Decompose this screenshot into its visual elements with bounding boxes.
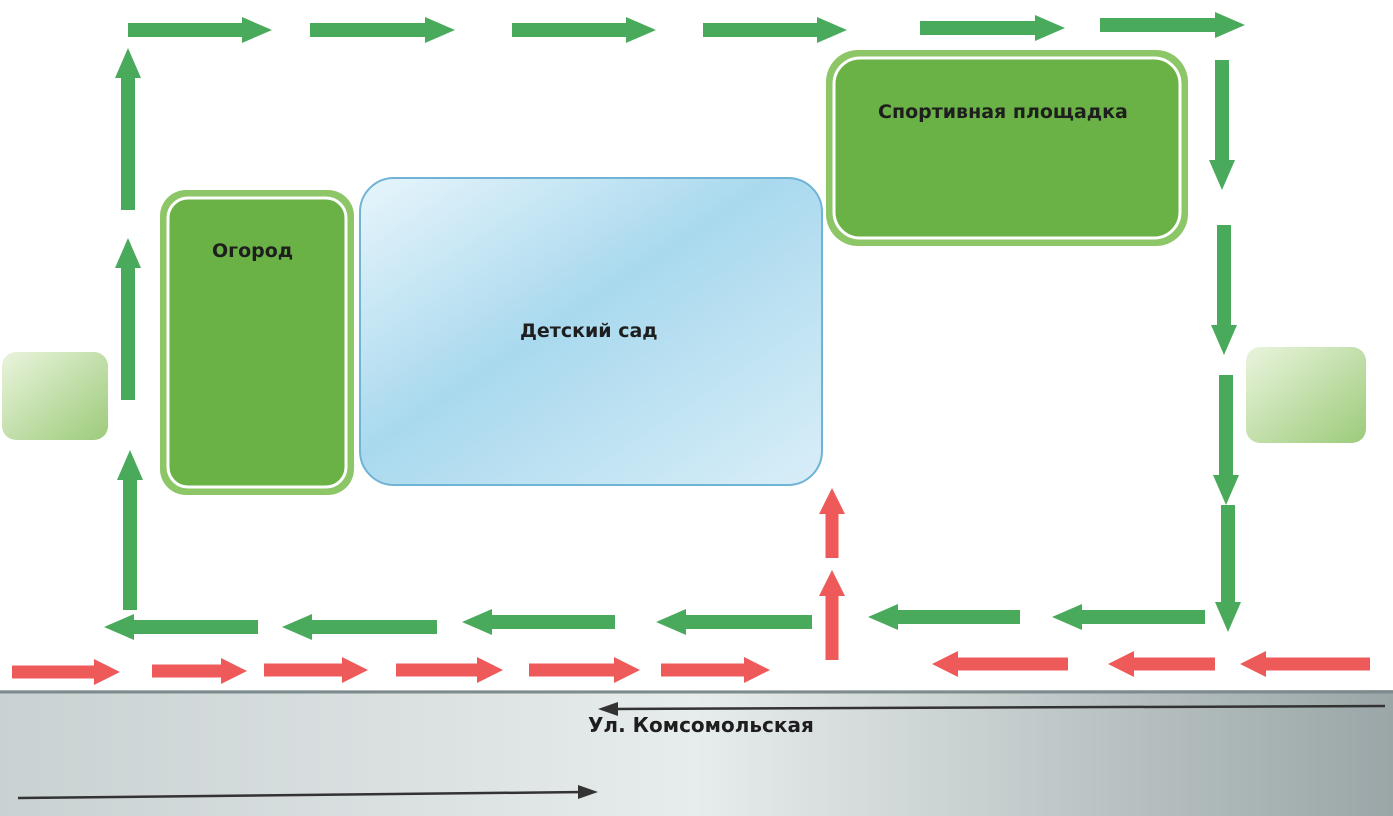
- sports-ground-label: Спортивная площадка: [878, 101, 1128, 123]
- red-arrow-left-1: [932, 651, 1068, 677]
- kindergarten-label: Детский сад: [520, 320, 658, 342]
- red-arrow-left-2: [1108, 651, 1215, 677]
- green-arrow-bottom-3: [656, 609, 812, 635]
- garden-inner: [166, 196, 348, 489]
- red-arrow-right-6: [661, 657, 770, 683]
- green-arrow-right-4: [1215, 505, 1241, 632]
- green-arrow-right-1: [1209, 60, 1235, 190]
- green-arrow-left-2: [115, 238, 141, 400]
- green-arrow-top-4: [703, 17, 847, 43]
- sports-ground-inner: [832, 56, 1182, 240]
- green-arrow-top-6: [1100, 12, 1245, 38]
- green-arrow-top-2: [310, 17, 455, 43]
- left-gate: [2, 352, 108, 440]
- traffic-lane-right-arrowhead: [578, 785, 598, 799]
- green-arrow-bottom-2: [868, 604, 1020, 630]
- green-arrow-left-1: [117, 450, 143, 610]
- green-arrow-right-2: [1211, 225, 1237, 355]
- approach-route-arrows: [12, 488, 1370, 685]
- pedestrian-route-arrows: [104, 12, 1245, 640]
- red-arrow-right-2: [152, 658, 247, 684]
- green-arrow-bottom-4: [462, 609, 615, 635]
- green-arrow-top-3: [512, 17, 656, 43]
- red-arrow-right-1: [12, 659, 120, 685]
- red-arrow-up-1: [819, 570, 845, 660]
- green-arrow-top-1: [128, 17, 272, 43]
- red-arrow-up-2: [819, 488, 845, 558]
- red-arrow-right-3: [264, 657, 368, 683]
- kindergarten-box: [359, 177, 823, 486]
- red-arrow-left-3: [1240, 651, 1370, 677]
- right-gate: [1246, 347, 1366, 443]
- green-arrow-left-3: [115, 48, 141, 210]
- traffic-lane-left-arrow: [611, 704, 1386, 711]
- green-arrow-bottom-5: [282, 614, 437, 640]
- street-label: Ул. Комсомольская: [588, 713, 814, 737]
- green-arrow-bottom-6: [104, 614, 258, 640]
- garden-label: Огород: [212, 240, 294, 262]
- red-arrow-right-5: [529, 657, 640, 683]
- green-arrow-right-3: [1213, 375, 1239, 505]
- green-arrow-top-5: [920, 15, 1065, 41]
- traffic-lane-left-arrowhead: [598, 702, 618, 716]
- traffic-lane-right-arrow: [17, 790, 586, 800]
- red-arrow-right-4: [396, 657, 503, 683]
- green-arrow-bottom-1: [1052, 604, 1205, 630]
